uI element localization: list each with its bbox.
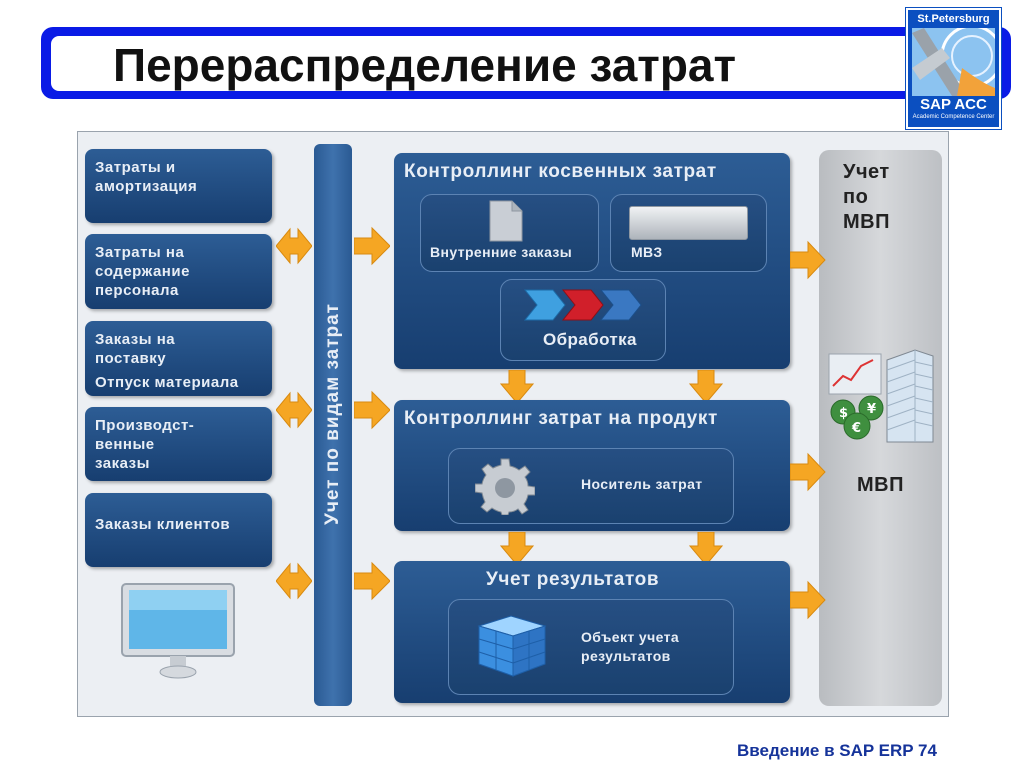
cost-allocation-diagram: Затраты и амортизация Затраты на содержа…: [77, 131, 949, 717]
vertical-bar-label: Учет по видам затрат: [322, 303, 343, 525]
arrow-right-icon: [354, 561, 390, 601]
overhead-controlling-box: Контроллинг косвенных затрат Внутренние …: [394, 153, 790, 369]
process-chevrons-icon: [523, 289, 642, 321]
title-bar: Перераспределение затрат: [41, 27, 1011, 99]
processing-panel: Обработка: [500, 279, 666, 361]
left-box-production-orders: Производст- венные заказы: [85, 407, 272, 481]
left-box-line: Заказы клиентов: [95, 516, 231, 533]
left-box-purchase-orders: Заказы на поставку Отпуск материала: [85, 321, 272, 396]
left-box-line: содержание: [95, 263, 190, 280]
cost-object-label: Носитель затрат: [581, 476, 703, 492]
yen-sign: ¥: [867, 402, 876, 417]
product-controlling-title: Контроллинг затрат на продукт: [404, 408, 718, 429]
left-box-line: поставку: [95, 350, 167, 367]
left-box-line: амортизация: [95, 178, 198, 195]
result-object-label: Объект учета результатов: [581, 628, 679, 666]
logo-emblem-icon: [912, 28, 995, 96]
arrow-right-icon: [354, 226, 390, 266]
left-box-line: заказы: [95, 455, 150, 472]
double-arrow-icon: [276, 391, 312, 429]
internal-orders-label: Внутренние заказы: [430, 244, 573, 260]
left-box-line: Затраты и: [95, 159, 176, 176]
left-box-line: персонала: [95, 282, 179, 299]
results-accounting-title: Учет результатов: [486, 569, 660, 590]
arrow-right-icon: [790, 580, 826, 620]
page-title: Перераспределение затрат: [113, 39, 737, 91]
logo-city-text: St.Petersburg: [917, 13, 990, 25]
double-arrow-icon: [276, 227, 312, 265]
arrow-right-icon: [354, 390, 390, 430]
internal-orders-panel: Внутренние заказы: [420, 194, 599, 272]
result-object-line: результатов: [581, 648, 671, 664]
arrow-down-icon: [689, 532, 723, 566]
results-accounting-box: Учет результатов Объект учета результато…: [394, 561, 790, 703]
left-box-line: Производст-: [95, 417, 195, 434]
arrow-right-icon: [790, 452, 826, 492]
result-object-panel: Объект учета результатов: [448, 599, 734, 695]
footer-text: Введение в SAP ERP 74: [737, 741, 937, 760]
left-box-line: венные: [95, 436, 155, 453]
left-box-customer-orders: Заказы клиентов: [85, 493, 272, 567]
document-icon: [489, 200, 523, 242]
arrow-down-icon: [500, 370, 534, 404]
profit-center-line: по: [843, 186, 869, 208]
processing-label: Обработка: [543, 330, 637, 349]
profit-center-label: МВП: [857, 474, 904, 496]
arrow-down-icon: [500, 532, 534, 566]
profit-center-accounting-label: Учет по МВП: [843, 160, 890, 235]
title-panel: Перераспределение затрат: [51, 36, 1001, 91]
cost-object-panel: Носитель затрат: [448, 448, 734, 524]
left-box-line: Отпуск материала: [95, 374, 239, 391]
profit-center-line: МВП: [843, 211, 890, 233]
product-controlling-box: Контроллинг затрат на продукт Носитель з…: [394, 400, 790, 531]
profit-center-panel: Учет по МВП $ ¥ € МВП: [819, 150, 942, 706]
cost-center-panel: МВЗ: [610, 194, 767, 272]
cost-center-bar-icon: [629, 206, 748, 240]
euro-sign: €: [851, 421, 861, 436]
vertical-bar-cost-elements: Учет по видам затрат: [314, 144, 352, 706]
monitor-icon: [118, 582, 238, 687]
gear-icon: [475, 458, 535, 515]
cube-stack-icon: [477, 615, 547, 677]
profit-center-line: Учет: [843, 161, 890, 183]
arrow-right-icon: [790, 240, 826, 280]
logo-subtitle: Academic Competence Center: [912, 114, 995, 120]
left-box-line: Заказы на: [95, 331, 176, 348]
dollar-sign: $: [839, 406, 848, 421]
left-box-costs-depreciation: Затраты и амортизация: [85, 149, 272, 223]
cost-center-label: МВЗ: [631, 244, 663, 260]
logo-sap-text: SAP ACC: [920, 96, 987, 113]
left-box-personnel-costs: Затраты на содержание персонала: [85, 234, 272, 309]
arrow-down-icon: [689, 370, 723, 404]
overhead-controlling-title: Контроллинг косвенных затрат: [404, 161, 717, 182]
double-arrow-icon: [276, 562, 312, 600]
result-object-line: Объект учета: [581, 629, 680, 645]
left-box-line: Затраты на: [95, 244, 185, 261]
sap-acc-logo: St.Petersburg SAP ACC Academic Competenc…: [906, 8, 1001, 129]
buildings-money-icon: $ ¥ €: [828, 349, 934, 443]
